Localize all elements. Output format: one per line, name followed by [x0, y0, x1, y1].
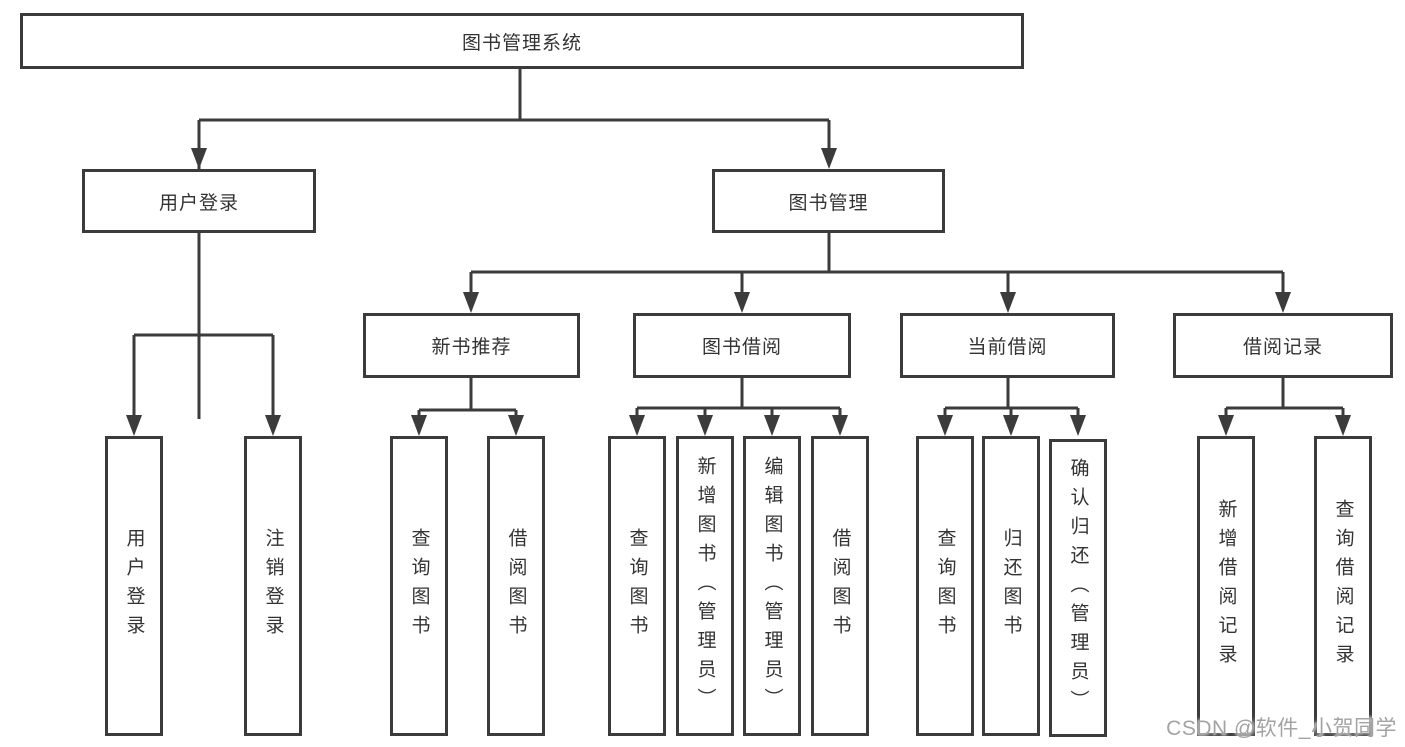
leaf-user-login: 用户登录	[105, 436, 163, 736]
node-library-system: 图书管理系统	[20, 13, 1024, 69]
arrowhead-bb-query-books	[629, 415, 645, 436]
node-user-login: 用户登录	[82, 169, 316, 233]
leaf-cb-query-books: 查询图书	[916, 436, 974, 736]
connector-user-login-children	[132, 233, 275, 419]
arrowhead-book-borrow	[734, 292, 750, 313]
leaf-cb-return-books: 归还图书	[982, 436, 1040, 736]
watermark: CSDN @软件_小贺同学	[1166, 717, 1397, 740]
leaf-logout: 注销登录	[244, 436, 302, 736]
leaf-nb-borrow-books: 借阅图书	[487, 436, 545, 736]
connector-book-borrow-children	[635, 378, 842, 419]
leaf-cb-confirm-return-admin-label: 确认归还（管理员）	[1067, 457, 1089, 719]
leaf-br-add-record: 新增借阅记录	[1197, 436, 1255, 736]
arrowhead-leaf-user-login	[126, 415, 142, 436]
connector-book-management-children	[469, 233, 1285, 296]
arrowhead-current-borrow	[1000, 292, 1016, 313]
arrowhead-bb-borrow-books	[832, 415, 848, 436]
node-library-system-label: 图书管理系统	[461, 32, 582, 54]
leaf-bb-query-books: 查询图书	[608, 436, 666, 736]
arrowhead-leaf-logout	[265, 415, 281, 436]
node-user-login-label: 用户登录	[158, 192, 239, 214]
leaf-br-query-record: 查询借阅记录	[1314, 436, 1372, 736]
leaf-nb-borrow-books-label: 借阅图书	[505, 528, 527, 644]
node-new-book-recommend-label: 新书推荐	[431, 337, 512, 358]
node-book-management: 图书管理	[712, 169, 945, 233]
arrowhead-new-book-recommend	[463, 292, 479, 313]
leaf-nb-query-books: 查询图书	[390, 436, 448, 736]
arrowhead-cb-confirm-return	[1070, 415, 1086, 436]
node-borrow-records-label: 借阅记录	[1242, 337, 1323, 358]
node-current-borrow-label: 当前借阅	[967, 337, 1048, 358]
node-book-management-label: 图书管理	[788, 192, 869, 214]
connector-borrow-records-children	[1224, 378, 1345, 419]
leaf-br-query-record-label: 查询借阅记录	[1332, 499, 1354, 673]
leaf-user-login-label: 用户登录	[123, 528, 145, 644]
arrowhead-cb-query-books	[937, 415, 953, 436]
leaf-br-add-record-label: 新增借阅记录	[1215, 499, 1237, 673]
connector-current-borrow-children	[943, 378, 1080, 419]
node-new-book-recommend: 新书推荐	[363, 313, 580, 378]
arrowhead-br-query-record	[1335, 415, 1351, 436]
connector-root-to-level1	[197, 69, 831, 419]
leaf-cb-query-books-label: 查询图书	[934, 528, 956, 644]
arrowhead-user-login	[191, 148, 207, 169]
node-borrow-records: 借阅记录	[1173, 313, 1393, 378]
connector-new-book-recommend-children	[417, 378, 518, 419]
arrowhead-br-add-record	[1218, 415, 1234, 436]
leaf-bb-borrow-books: 借阅图书	[811, 436, 869, 736]
arrowhead-bb-add-books	[697, 415, 713, 436]
leaf-bb-query-books-label: 查询图书	[626, 528, 648, 644]
leaf-logout-label: 注销登录	[262, 528, 284, 644]
arrowhead-cb-return-books	[1003, 415, 1019, 436]
arrowhead-book-management	[821, 148, 837, 169]
leaf-bb-edit-books-admin-label: 编辑图书（管理员）	[761, 455, 783, 717]
leaf-bb-add-books-admin-label: 新增图书（管理员）	[694, 455, 716, 717]
node-current-borrow: 当前借阅	[900, 313, 1115, 378]
arrowhead-nb-borrow-books	[508, 415, 524, 436]
leaf-bb-add-books-admin: 新增图书（管理员）	[676, 436, 734, 736]
node-book-borrow-label: 图书借阅	[701, 337, 782, 358]
node-book-borrow: 图书借阅	[633, 313, 851, 378]
leaf-cb-return-books-label: 归还图书	[1000, 528, 1022, 644]
leaf-nb-query-books-label: 查询图书	[408, 528, 430, 644]
leaf-cb-confirm-return-admin: 确认归还（管理员）	[1049, 439, 1107, 737]
leaf-bb-edit-books-admin: 编辑图书（管理员）	[743, 436, 801, 736]
arrowhead-nb-query-books	[411, 415, 427, 436]
leaf-bb-borrow-books-label: 借阅图书	[829, 528, 851, 644]
arrowhead-bb-edit-books	[764, 415, 780, 436]
arrowhead-borrow-records	[1275, 292, 1291, 313]
